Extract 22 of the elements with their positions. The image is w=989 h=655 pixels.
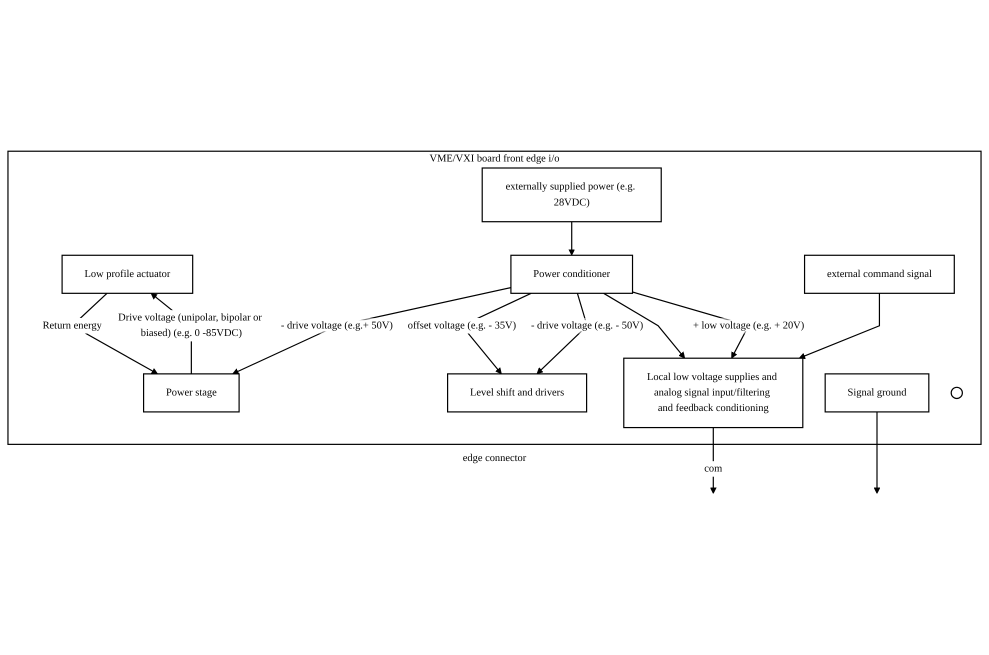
block-box: externally supplied power (e.g. 28VDC) [482, 166, 662, 222]
block-box: Local low voltage supplies and analog signal input/filtering and feedback conditioning [623, 357, 804, 428]
arrow [710, 427, 717, 494]
arrow [568, 221, 575, 256]
board-caption: edge connector [462, 452, 526, 464]
edge-label: - drive voltage (e.g. - 50V) [530, 320, 644, 331]
block-box: Power stage [143, 372, 240, 412]
edge-label: Return energy [42, 320, 102, 331]
edge-label: - drive voltage (e.g.+ 50V) [280, 320, 393, 331]
block-box: external command signal [804, 254, 955, 294]
edge-label: offset voltage (e.g. - 35V) [408, 320, 516, 331]
block-box: Signal ground [824, 372, 930, 412]
block-box: Low profile actuator [62, 254, 194, 294]
arrow [874, 411, 880, 494]
arrow [798, 292, 880, 359]
arrow [603, 292, 686, 358]
arrow [232, 286, 512, 374]
edge-label: Drive voltage (unipolar, bipolar or biased) (e.g. 0 -85VDC) [118, 312, 262, 339]
block-box: Level shift and drivers [447, 372, 588, 412]
edge-label: com [704, 462, 722, 474]
block-box: Power conditioner [510, 254, 634, 294]
edge-label: + low voltage (e.g. + 20V) [692, 320, 804, 331]
